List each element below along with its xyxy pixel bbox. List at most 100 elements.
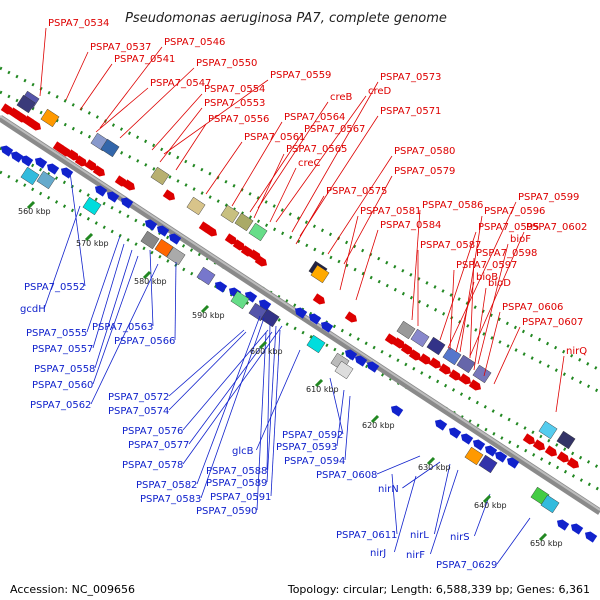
- reverse-gene-arrow: [106, 191, 120, 203]
- label-leader: [79, 63, 113, 111]
- label-leader: [555, 355, 565, 413]
- hit-block: [20, 166, 40, 186]
- forward-gene-arrow: [0, 103, 14, 115]
- label-leader: [256, 349, 301, 451]
- hit-block: [540, 494, 560, 514]
- scale-label: 610 kbp: [306, 385, 339, 394]
- forward-gene-arrow: [400, 343, 414, 355]
- label-leader: [275, 95, 367, 223]
- label-leader: [205, 141, 243, 195]
- reverse-gene-arrow: [34, 157, 48, 169]
- hit-block: [410, 328, 430, 348]
- reverse-gene-arrow: [308, 313, 322, 325]
- hit-block: [456, 354, 476, 374]
- label-leader: [159, 107, 203, 163]
- gene-label: PSPA7_0573: [380, 72, 441, 83]
- label-leader: [483, 311, 501, 377]
- forward-gene-arrow: [522, 433, 536, 445]
- hit-block: [186, 196, 206, 216]
- label-leader: [44, 205, 81, 309]
- forward-gene-arrow: [122, 179, 136, 191]
- hit-block: [36, 170, 56, 190]
- label-leader: [344, 395, 351, 461]
- gene-label: PSPA7_0595: [478, 222, 539, 233]
- gene-label: PSPA7_0562: [30, 400, 91, 411]
- gene-label: PSPA7_0561: [244, 132, 305, 143]
- scale-label: 620 kbp: [362, 421, 395, 430]
- hit-block: [442, 346, 462, 366]
- hit-block: [538, 420, 558, 440]
- hit-block: [556, 430, 576, 450]
- label-leader: [336, 389, 345, 447]
- forward-gene-arrow: [232, 239, 246, 251]
- reverse-gene-arrow: [46, 163, 60, 175]
- scale-label: 570 kbp: [76, 239, 109, 248]
- label-leader: [151, 93, 203, 151]
- label-leader: [188, 331, 273, 445]
- label-leader: [163, 79, 269, 155]
- gene-label: PSPA7_0566: [114, 336, 175, 347]
- reverse-gene-arrow: [168, 233, 182, 245]
- hit-block: [478, 454, 498, 474]
- label-leader: [269, 167, 297, 223]
- hit-block: [154, 238, 174, 258]
- hit-block: [310, 264, 330, 284]
- gene-label: PSPA7_0597: [456, 260, 517, 271]
- label-leader: [447, 201, 517, 349]
- gene-label: PSPA7_0596: [484, 206, 545, 217]
- label-leader: [175, 123, 207, 171]
- reverse-gene-arrow: [448, 427, 462, 439]
- gene-label: PSPA7_0541: [114, 54, 175, 65]
- label-leader: [65, 51, 89, 101]
- label-leader: [257, 101, 329, 209]
- gene-label: PSPA7_0574: [108, 406, 169, 417]
- map-title: Pseudomonas aeruginosa PA7, complete gen…: [125, 11, 447, 26]
- gene-label: PSPA7_0576: [122, 426, 183, 437]
- reverse-gene-arrow: [434, 419, 448, 431]
- reverse-gene-arrow: [258, 299, 272, 311]
- gene-label: glcB: [232, 446, 254, 457]
- label-leader: [149, 249, 154, 327]
- hit-block: [150, 166, 170, 186]
- label-leader: [95, 87, 149, 133]
- label-leader: [249, 133, 303, 213]
- hit-block: [82, 196, 102, 216]
- gene-label: nirJ: [370, 548, 386, 559]
- gene-label: PSPA7_0592: [282, 430, 343, 441]
- label-leader: [200, 317, 265, 499]
- label-leader: [459, 215, 483, 353]
- reverse-gene-arrow: [144, 219, 158, 231]
- label-leader: [439, 231, 477, 341]
- label-leader: [119, 67, 195, 139]
- label-leader: [266, 325, 277, 483]
- gene-label: PSPA7_0607: [522, 317, 583, 328]
- gene-label: PSPA7_0583: [140, 494, 201, 505]
- scale-label: 630 kbp: [418, 463, 451, 472]
- label-leader: [266, 323, 271, 471]
- gene-label: PSPA7_0599: [518, 192, 579, 203]
- gene-label: creB: [330, 92, 353, 103]
- label-leader: [90, 263, 159, 405]
- genome-summary: Topology: circular; Length: 6,588,339 bp…: [287, 583, 590, 596]
- reverse-gene-arrow: [214, 281, 228, 293]
- gene-label: bioB: [476, 272, 498, 283]
- forward-gene-arrow: [384, 333, 398, 345]
- reverse-gene-arrow: [120, 197, 134, 209]
- reverse-gene-arrow: [244, 291, 258, 303]
- label-leader: [469, 257, 475, 359]
- label-leader: [168, 331, 247, 411]
- forward-gene-arrow: [428, 357, 442, 369]
- label-leader: [434, 463, 451, 535]
- forward-gene-arrow: [458, 373, 472, 385]
- label-leader: [99, 46, 163, 129]
- gene-label: PSPA7_0580: [394, 146, 455, 157]
- gene-label: PSPA7_0572: [108, 392, 169, 403]
- forward-gene-arrow: [162, 189, 176, 201]
- forward-gene-arrow: [92, 165, 106, 177]
- gene-label: PSPA7_0606: [502, 302, 563, 313]
- gene-label: PSPA7_0552: [24, 282, 85, 293]
- label-leader: [182, 329, 269, 431]
- hit-block: [166, 246, 186, 266]
